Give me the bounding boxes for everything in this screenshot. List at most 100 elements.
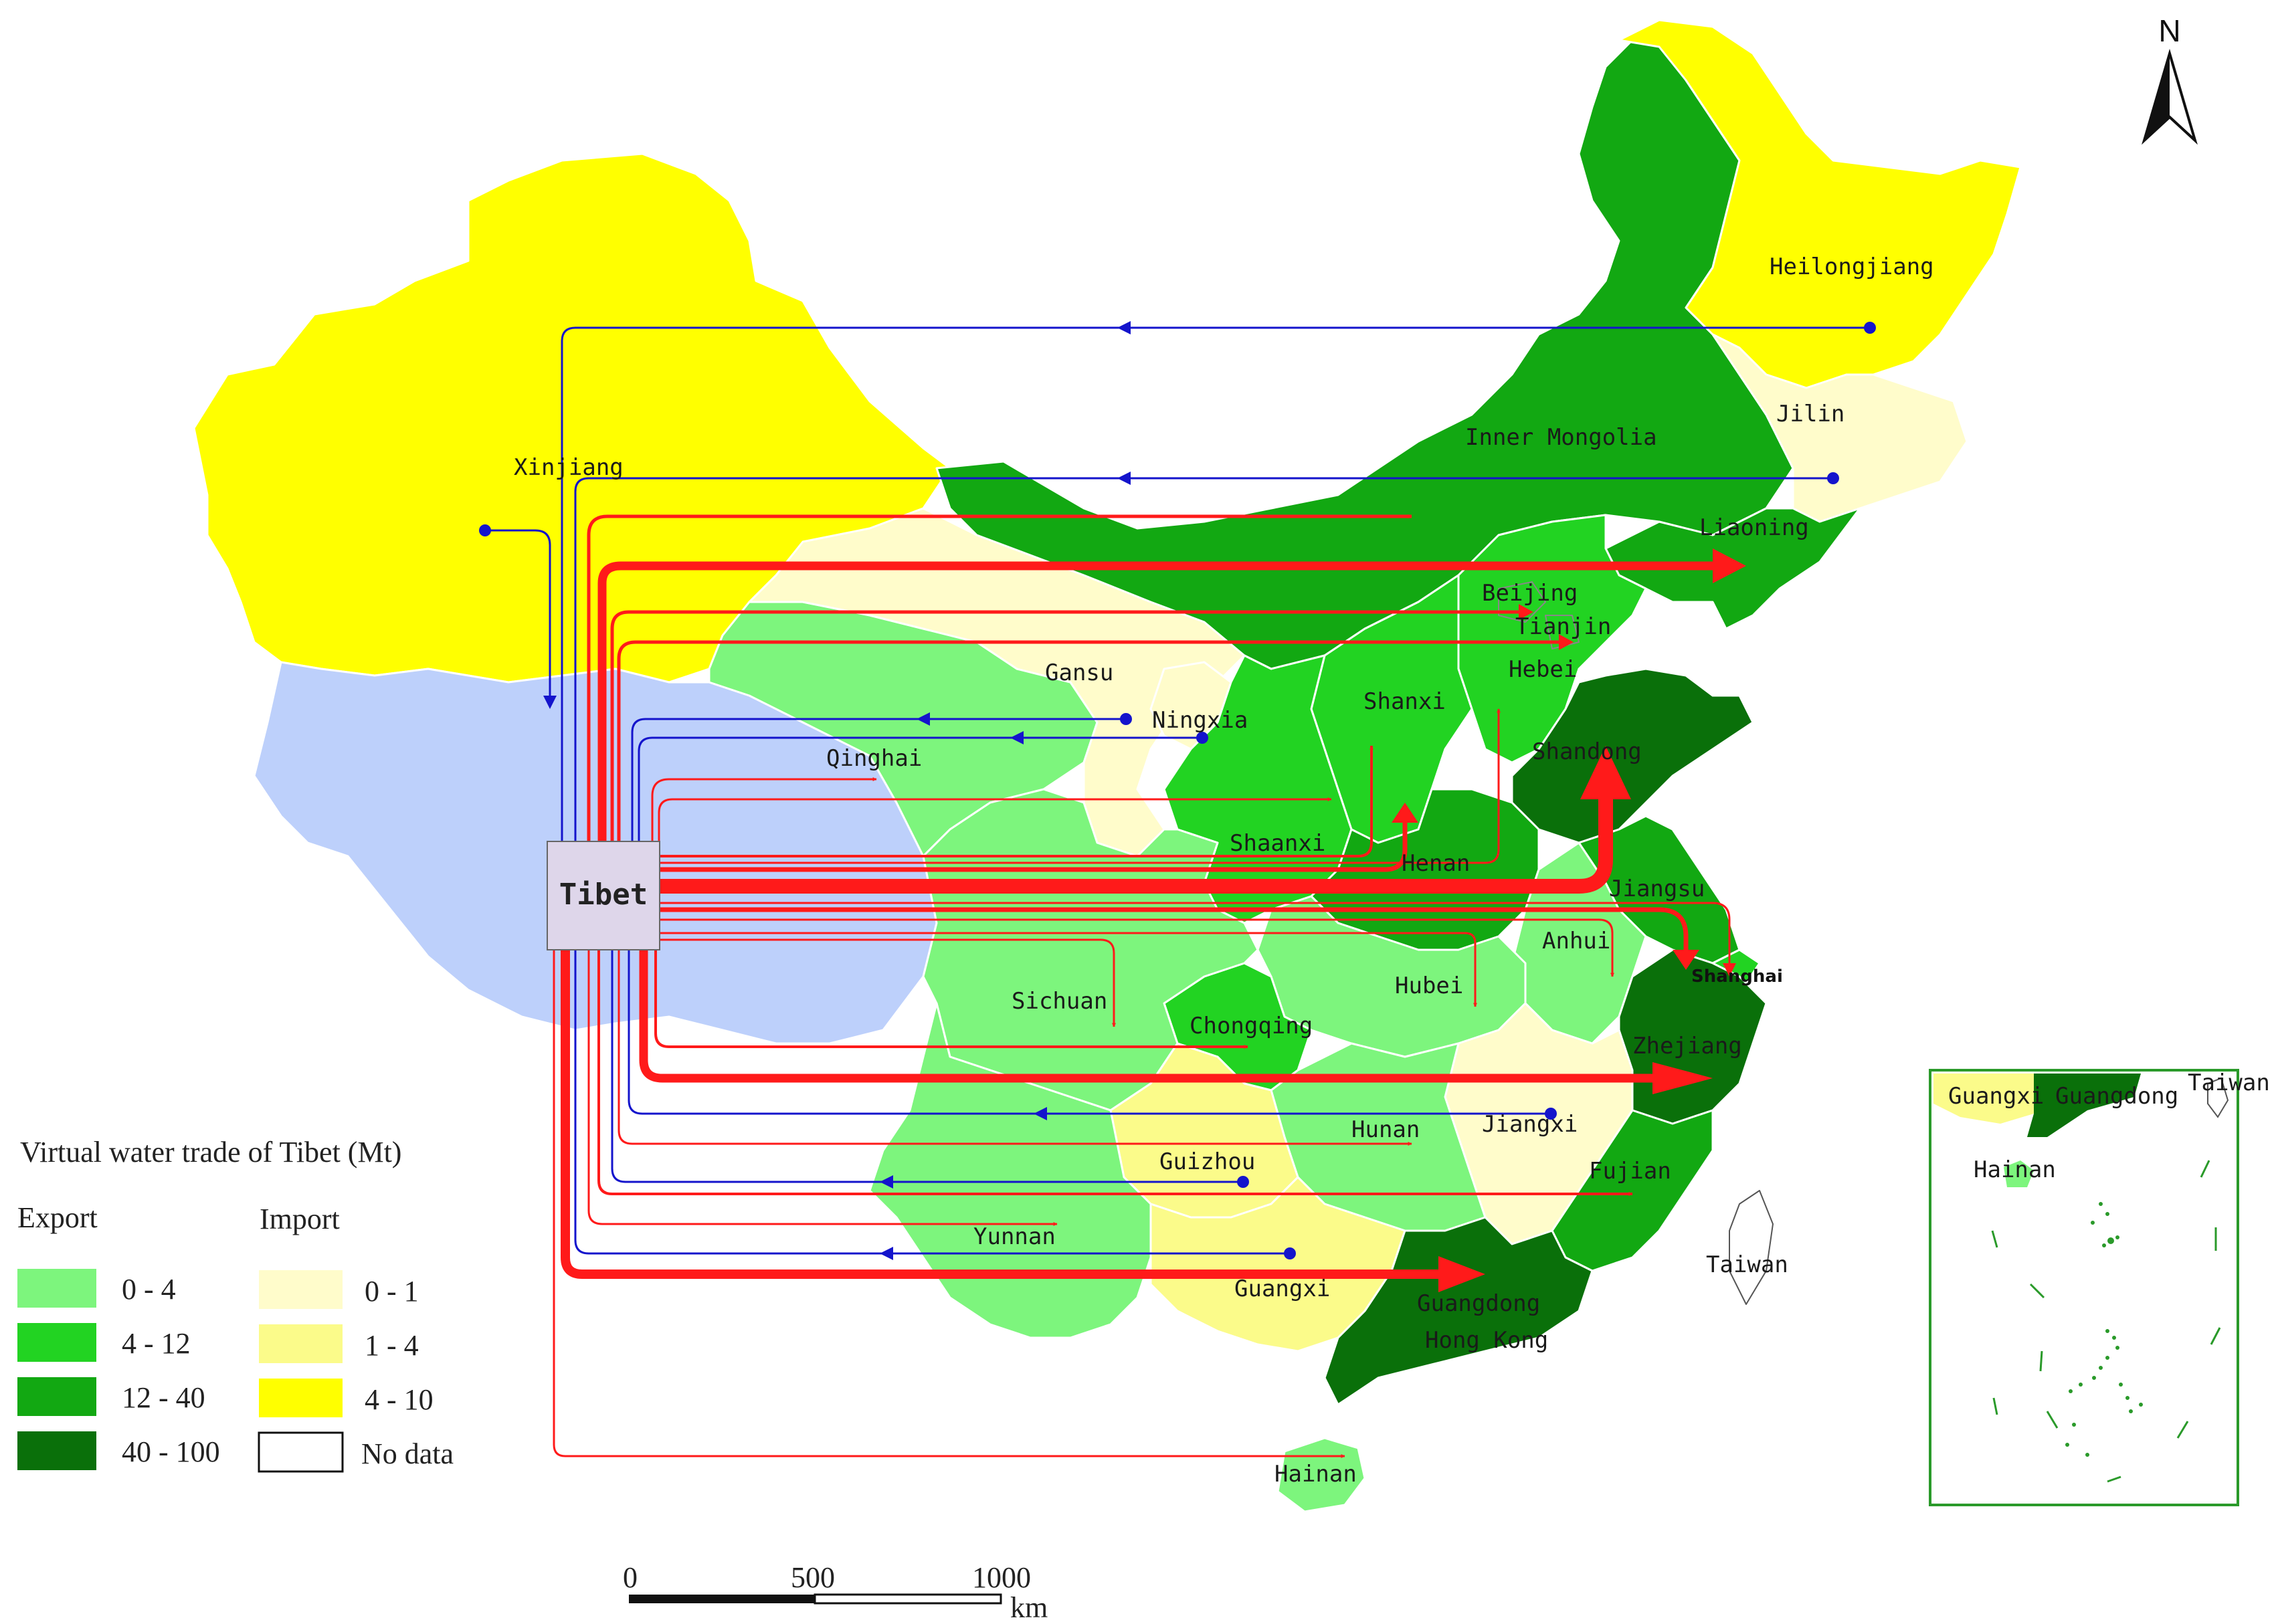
label-jiangsu: Jiangsu [1609, 876, 1705, 902]
inset-island-dots [2065, 1202, 2143, 1457]
label-inner-mongolia: Inner Mongolia [1465, 424, 1657, 451]
province-taiwan[interactable] [1729, 1190, 1774, 1305]
export-flow-jiangsu [659, 907, 1689, 950]
inset-label-hainan: Hainan [1974, 1156, 2056, 1183]
legend-label-export-2: 12 - 40 [122, 1381, 205, 1414]
export-flow-qinghai [651, 777, 877, 849]
label-jilin: Jilin [1776, 401, 1844, 427]
export-flow-tianjin [617, 640, 1559, 843]
export-flow-hubei [659, 932, 1477, 1007]
label-shanghai: Shanghai [1691, 967, 1783, 987]
label-liaoning: Liaoning [1699, 514, 1809, 541]
label-shandong: Shandong [1532, 738, 1642, 765]
tibet-hub-box[interactable] [547, 841, 660, 950]
export-flow-anhui [659, 918, 1614, 977]
province-jilin[interactable] [1711, 333, 1968, 523]
legend-label-import-0: 0 - 1 [365, 1275, 419, 1308]
import-arrowhead [880, 1247, 893, 1260]
import-flow-guangxi [574, 950, 1290, 1255]
import-arrowhead [1117, 472, 1131, 485]
import-flow-gansu [638, 736, 1202, 843]
label-hebei: Hebei [1509, 656, 1577, 683]
import-arrowhead [1010, 731, 1024, 744]
export-arrowhead-tianjin [1559, 634, 1574, 650]
label-shanxi: Shanxi [1363, 688, 1446, 715]
export-flow-hunan [618, 950, 1412, 1146]
label-guizhou: Guizhou [1159, 1148, 1255, 1175]
export-arrowheads [1392, 548, 1746, 1292]
import-origin-gansu [1196, 732, 1208, 744]
export-flow-shanghai [659, 902, 1731, 963]
export-flow-beijing [610, 610, 1519, 843]
export-arrowhead-shanghai [1723, 963, 1736, 977]
label-qinghai: Qinghai [826, 745, 922, 772]
inset-label-guangxi: Guangxi [1948, 1083, 2044, 1110]
export-flow-shandong [659, 799, 1613, 894]
import-flow-xinjiang [485, 529, 551, 702]
import-origin-guangxi [1284, 1247, 1296, 1259]
legend-label-import-2: 4 - 10 [365, 1383, 434, 1416]
legend-swatch-import-0 [259, 1270, 343, 1309]
legend-swatch-import-3 [258, 1431, 344, 1473]
scale-tick-0: 0 [623, 1561, 638, 1594]
label-taiwan: Taiwan [1706, 1251, 1788, 1278]
legend-swatch-export-0 [17, 1269, 96, 1308]
inset-frame [1929, 1069, 2239, 1506]
legend-label-import-1: 1 - 4 [365, 1329, 419, 1362]
import-flow-ningxia [631, 718, 1126, 843]
export-arrowhead-guangdong [1438, 1256, 1485, 1292]
export-flows [553, 514, 1731, 1458]
import-arrowhead [1117, 321, 1131, 334]
label-yunnan: Yunnan [973, 1223, 1056, 1250]
north-arrow: N [2142, 13, 2198, 145]
label-hubei: Hubei [1395, 973, 1463, 999]
export-flow-hainan [553, 950, 1345, 1458]
label-fujian: Fujian [1589, 1158, 1671, 1185]
legend-export-heading: Export [17, 1201, 98, 1234]
inset-guangxi [1933, 1074, 2034, 1124]
label-tianjin: Tianjin [1515, 613, 1611, 640]
import-arrowhead [1034, 1107, 1047, 1120]
label-gansu: Gansu [1045, 659, 1113, 686]
legend: Virtual water trade of Tibet (Mt) Export… [17, 1136, 454, 1473]
export-arrowhead-jiangsu [1673, 950, 1699, 970]
label-xinjiang: Xinjiang [514, 454, 624, 481]
export-flow-sichuan [659, 938, 1116, 1027]
import-arrowhead [880, 1175, 893, 1189]
province-fujian[interactable] [1551, 1109, 1714, 1272]
export-arrowhead-zhejiang [1652, 1062, 1713, 1094]
label-shaanxi: Shaanxi [1230, 830, 1325, 857]
label-guangdong: Guangdong [1417, 1290, 1540, 1317]
legend-swatch-export-3 [17, 1431, 96, 1470]
scale-unit: km [1010, 1591, 1048, 1624]
inset-label-guangdong: Guangdong [2055, 1083, 2178, 1110]
province-heilongjiang[interactable] [1618, 19, 2022, 389]
legend-label-export-1: 4 - 12 [122, 1327, 191, 1360]
inset-guangdong [2027, 1074, 2141, 1137]
province-guangdong[interactable] [1323, 1216, 1594, 1406]
inset-hainan [2004, 1160, 2034, 1187]
label-henan: Henan [1402, 850, 1470, 877]
import-flow-guizhou [611, 950, 1243, 1183]
legend-swatch-export-1 [17, 1323, 96, 1362]
province-labels: Heilongjiang Jilin Inner Mongolia Liaoni… [514, 253, 1934, 1488]
import-arrowhead [543, 696, 557, 709]
import-origin-heilongjiang [1864, 322, 1876, 334]
label-zhejiang: Zhejiang [1632, 1033, 1742, 1059]
export-flow-liaoning [597, 561, 1713, 843]
export-flow-zhejiang [639, 950, 1652, 1083]
legend-label-import-3: No data [361, 1437, 454, 1470]
export-arrowhead-liaoning [1713, 548, 1746, 583]
export-flow-hebei [659, 708, 1501, 864]
label-anhui: Anhui [1542, 928, 1610, 954]
export-flow-guangdong [561, 950, 1438, 1279]
scale-tick-1000: 1000 [972, 1561, 1031, 1594]
legend-swatch-import-2 [259, 1379, 343, 1417]
import-origin-ningxia [1120, 713, 1132, 725]
legend-title: Virtual water trade of Tibet (Mt) [20, 1136, 401, 1169]
tibet-hub-label: Tibet [559, 878, 648, 912]
label-ningxia: Ningxia [1152, 707, 1248, 734]
tibet-hub[interactable]: Tibet [547, 841, 660, 950]
export-flow-chongqing [654, 950, 1248, 1049]
